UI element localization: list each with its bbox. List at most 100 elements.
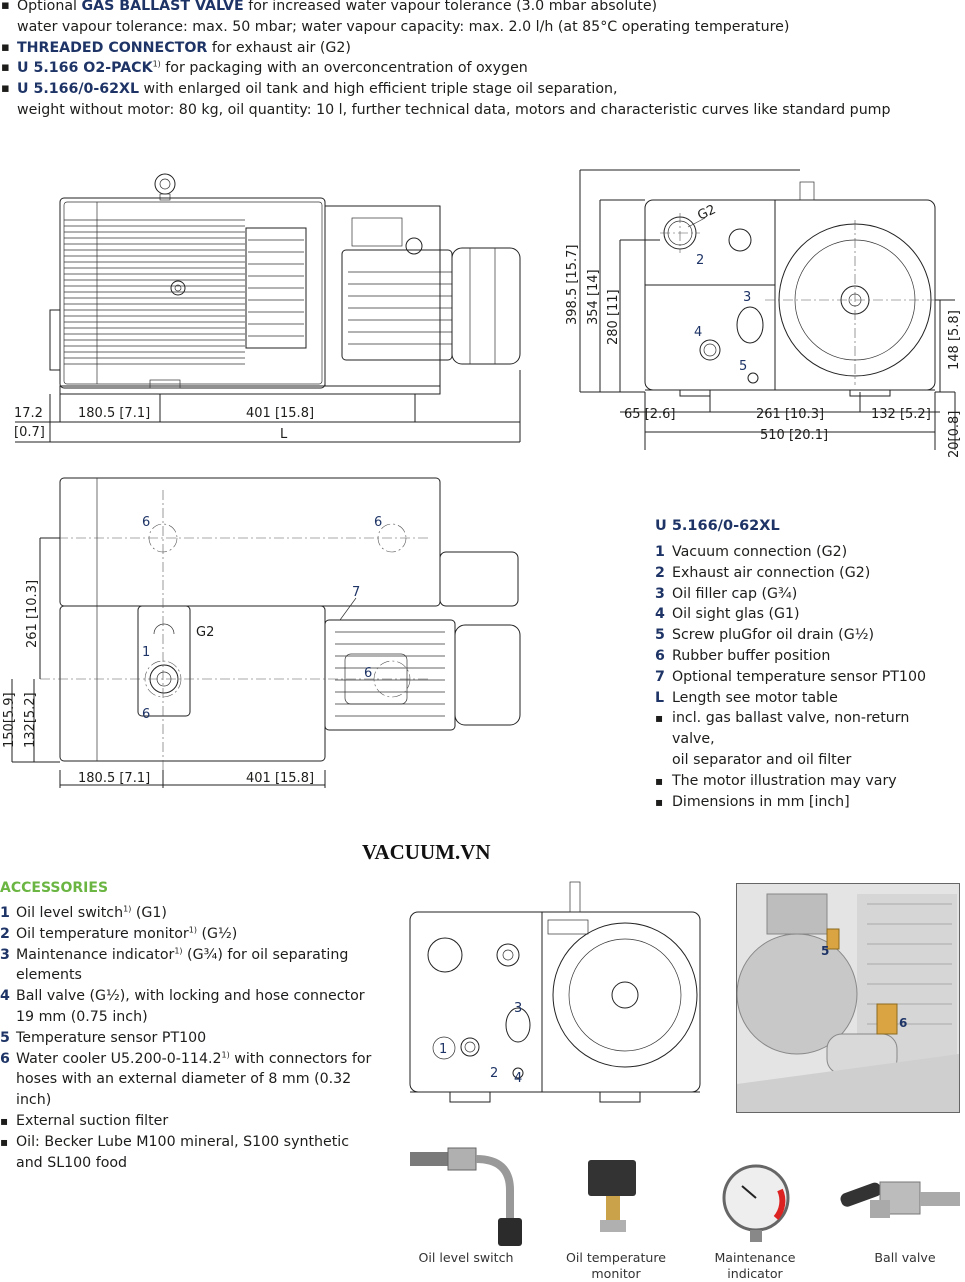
accessories-title: ACCESSORIES bbox=[0, 880, 109, 896]
acc-callout-2: 2 bbox=[490, 1066, 498, 1081]
legend-text: Vacuum connection (G2) bbox=[672, 544, 848, 560]
dim-180-5-top: 180.5 [7.1] bbox=[78, 771, 150, 786]
legend-text: Oil filler cap (G¾) bbox=[672, 585, 798, 602]
legend-num: 5 bbox=[655, 627, 665, 644]
legend-text: Exhaust air connection (G2) bbox=[672, 564, 871, 581]
acc-num: 6 bbox=[0, 1050, 10, 1067]
acc-callout-3: 3 bbox=[514, 1001, 522, 1016]
acc-name: suction filter bbox=[79, 1112, 169, 1129]
acc-text: (G¾) for oil separating bbox=[182, 946, 349, 963]
dim-401: 401 [15.8] bbox=[246, 406, 314, 421]
legend-item: 7 Optional temperature sensor PT100 bbox=[655, 667, 955, 688]
acc-text: Becker Lube M100 mineral, S100 synthetic bbox=[39, 1133, 350, 1150]
acc-name: Water cooler U5.200-0-114.2 bbox=[16, 1050, 222, 1067]
oil-temperature-monitor-icon bbox=[588, 1160, 636, 1232]
dim-length-l: L bbox=[280, 427, 288, 442]
caption-text: Ball valve bbox=[874, 1250, 936, 1265]
acc-text: (G1) bbox=[131, 905, 167, 921]
caption-text: indicator bbox=[727, 1266, 783, 1281]
bullet-text: weight without motor: 80 kg, oil quantit… bbox=[17, 101, 891, 118]
legend-text: Optional temperature sensor PT100 bbox=[672, 668, 927, 685]
bullet-bold: U 5.166 O2-PACK bbox=[17, 60, 153, 77]
callout-6-top-b: 6 bbox=[374, 515, 382, 530]
water-cooler-photo: 5 6 bbox=[736, 883, 960, 1113]
legend-num: 1 bbox=[655, 544, 665, 560]
legend-item: ▪incl. gas ballast valve, non-return val… bbox=[655, 708, 955, 770]
acc-text: hoses with an external diameter of 8 mm … bbox=[16, 1071, 352, 1109]
callout-6-top-c: 6 bbox=[142, 707, 150, 722]
bullet-text: for increased water vapour tolerance (3.… bbox=[243, 0, 658, 14]
legend-num: 7 bbox=[655, 668, 665, 685]
caption-text: Oil level switch bbox=[418, 1250, 514, 1265]
callout-3: 3 bbox=[743, 290, 751, 305]
bullet-text: for packaging with an overconcentration … bbox=[160, 60, 528, 77]
legend-title: U 5.166/0-62XL bbox=[655, 518, 780, 534]
bullet-text: with enlarged oil tank and high efficien… bbox=[139, 81, 618, 98]
legend-num: L bbox=[655, 689, 665, 706]
acc-bullet: ▪ bbox=[0, 1113, 9, 1128]
photo-illustration bbox=[737, 884, 959, 1112]
side-view-drawing: 17.2 [0.7] 180.5 [7.1] 401 [15.8] L bbox=[14, 173, 521, 443]
photo-callout-5: 5 bbox=[821, 944, 830, 958]
legend-item: L Length see motor table bbox=[655, 688, 955, 709]
bullet-o2-pack: ▪ U 5.166 O2-PACK1) for packaging with a… bbox=[1, 59, 528, 77]
acc-text: and SL100 food bbox=[16, 1154, 128, 1171]
footnote-mark: 1) bbox=[152, 59, 161, 69]
caption-ball-valve: Ball valve bbox=[850, 1250, 960, 1266]
accessory-item: ▪Oil: Becker Lube M100 mineral, S100 syn… bbox=[0, 1132, 390, 1174]
acc-bullet: ▪ bbox=[0, 1134, 9, 1149]
legend-item: 5 Screw pluGfor oil drain (G½) bbox=[655, 625, 955, 646]
acc-callout-1: 1 bbox=[439, 1042, 447, 1057]
legend-num: 4 bbox=[655, 606, 665, 623]
footnote-mark: 1) bbox=[221, 1049, 230, 1059]
acc-num: 5 bbox=[0, 1029, 10, 1046]
accessory-front-drawing: 1 2 3 4 bbox=[409, 881, 701, 1103]
bullet-text: Optional bbox=[17, 0, 82, 14]
bullet-text: water vapour tolerance: max. 50 mbar; wa… bbox=[17, 18, 790, 35]
oil-level-switch-icon bbox=[410, 1147, 522, 1246]
cooling-fins bbox=[64, 219, 245, 365]
dim-150: 150[5.9] bbox=[2, 692, 17, 748]
acc-num: 1 bbox=[0, 905, 10, 921]
acc-text: elements bbox=[16, 967, 82, 984]
legend-text: Dimensions in mm [inch] bbox=[672, 793, 850, 810]
callout-7-top: 7 bbox=[352, 585, 360, 600]
dim-0-7: [0.7] bbox=[14, 425, 45, 440]
caption-text: Oil temperature bbox=[565, 1250, 667, 1265]
legend-item: ▪The motor illustration may vary bbox=[655, 771, 955, 792]
legend-bullet: ▪ bbox=[655, 794, 664, 809]
legend-text: Screw pluGfor oil drain (G½) bbox=[672, 627, 874, 644]
caption-text: Maintenance bbox=[714, 1250, 796, 1265]
bullet-bold: THREADED CONNECTOR bbox=[17, 39, 208, 56]
bullet-62xl: ▪ U 5.166/0-62XL with enlarged oil tank … bbox=[1, 81, 891, 118]
top-bullet-list: ▪ Optional GAS BALLAST VALVE for increas… bbox=[1, 0, 957, 121]
acc-text: 19 mm (0.75 inch) bbox=[16, 1008, 148, 1025]
callout-1-top: 1 bbox=[142, 645, 150, 660]
maintenance-indicator-icon bbox=[722, 1164, 790, 1242]
bullet-threaded-connector: ▪ THREADED CONNECTOR for exhaust air (G2… bbox=[1, 39, 351, 56]
dim-280: 280 [11] bbox=[606, 289, 621, 345]
legend-text: Rubber buffer position bbox=[672, 647, 831, 664]
bullet-bold: GAS BALLAST VALVE bbox=[81, 0, 244, 14]
acc-name: Temperature sensor PT100 bbox=[16, 1029, 207, 1046]
legend-text: incl. gas ballast valve, non-return valv… bbox=[672, 710, 910, 748]
dim-132: 132 [5.2] bbox=[871, 407, 931, 422]
bullet-gas-ballast: ▪ Optional GAS BALLAST VALVE for increas… bbox=[1, 0, 790, 35]
legend-text: Length see motor table bbox=[672, 689, 838, 706]
legend-num: 3 bbox=[655, 585, 665, 602]
acc-text: (G½), with locking and hose connector bbox=[84, 988, 365, 1005]
dim-261: 261 [10.3] bbox=[756, 407, 824, 422]
callout-5: 5 bbox=[739, 359, 747, 374]
acc-text: (G½) bbox=[196, 925, 238, 942]
